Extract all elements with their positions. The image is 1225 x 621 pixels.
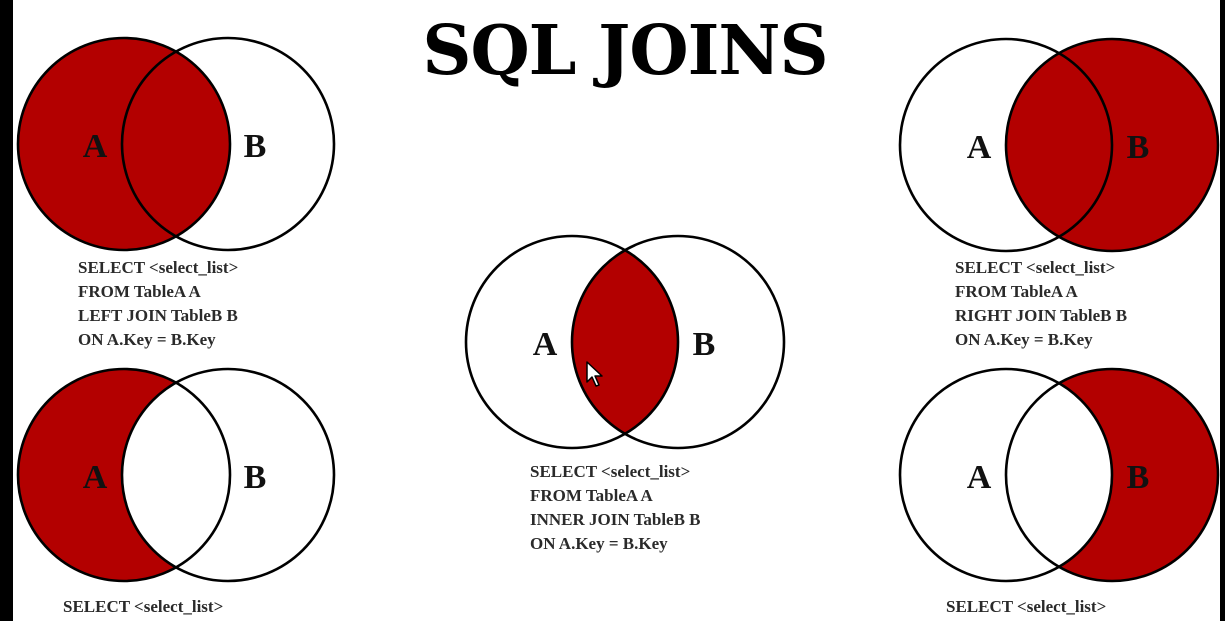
mouse-pointer-icon — [586, 361, 603, 387]
query-line: SELECT <select_list> — [530, 462, 691, 481]
query-line: FROM TableA A — [78, 282, 201, 301]
circle-a — [464, 234, 680, 450]
set-a-label: A — [967, 459, 992, 496]
query-line: SELECT <select_list> — [946, 597, 1107, 616]
set-b-label: B — [244, 128, 267, 165]
set-a-label: A — [83, 128, 108, 165]
set-a-label: A — [83, 459, 108, 496]
set-b-label: B — [1127, 129, 1150, 166]
query-line: SELECT <select_list> — [955, 258, 1116, 277]
left-only-query: SELECT <select_list> — [63, 595, 223, 619]
circle-b — [1004, 37, 1220, 253]
query-line: LEFT JOIN TableB B — [78, 306, 238, 325]
circle-b — [120, 367, 336, 583]
circle-a — [898, 367, 1114, 583]
query-line: ON A.Key = B.Key — [955, 330, 1093, 349]
left-only-highlight-region — [18, 369, 230, 581]
query-line: FROM TableA A — [955, 282, 1078, 301]
query-line: ON A.Key = B.Key — [530, 534, 668, 553]
set-b-label: B — [244, 459, 267, 496]
circle-b — [1004, 367, 1220, 583]
set-b-label: B — [693, 326, 716, 363]
set-a-label: A — [533, 326, 558, 363]
set-b-label: B — [1127, 459, 1150, 496]
right-edge-bar — [1220, 0, 1225, 621]
circle-a — [16, 367, 232, 583]
inner-join-highlight-region — [572, 236, 678, 448]
right-only-query: SELECT <select_list> — [946, 595, 1106, 619]
set-a-label: A — [967, 129, 992, 166]
left-edge-bar — [0, 0, 13, 621]
inner-join-query: SELECT <select_list> FROM TableA A INNER… — [530, 460, 701, 556]
page-title: SQL JOINS — [422, 11, 828, 91]
circle-b — [570, 234, 786, 450]
left-join-highlight-region — [18, 38, 230, 250]
right-join-query: SELECT <select_list> FROM TableA A RIGHT… — [955, 256, 1127, 352]
query-line: RIGHT JOIN TableB B — [955, 306, 1128, 325]
query-line: FROM TableA A — [530, 486, 653, 505]
query-line: INNER JOIN TableB B — [530, 510, 701, 529]
left-join-query: SELECT <select_list> FROM TableA A LEFT … — [78, 256, 238, 352]
query-line: SELECT <select_list> — [78, 258, 239, 277]
circle-a — [16, 36, 232, 252]
query-line: ON A.Key = B.Key — [78, 330, 216, 349]
circle-a — [898, 37, 1114, 253]
query-line: SELECT <select_list> — [63, 597, 224, 616]
circle-b — [120, 36, 336, 252]
